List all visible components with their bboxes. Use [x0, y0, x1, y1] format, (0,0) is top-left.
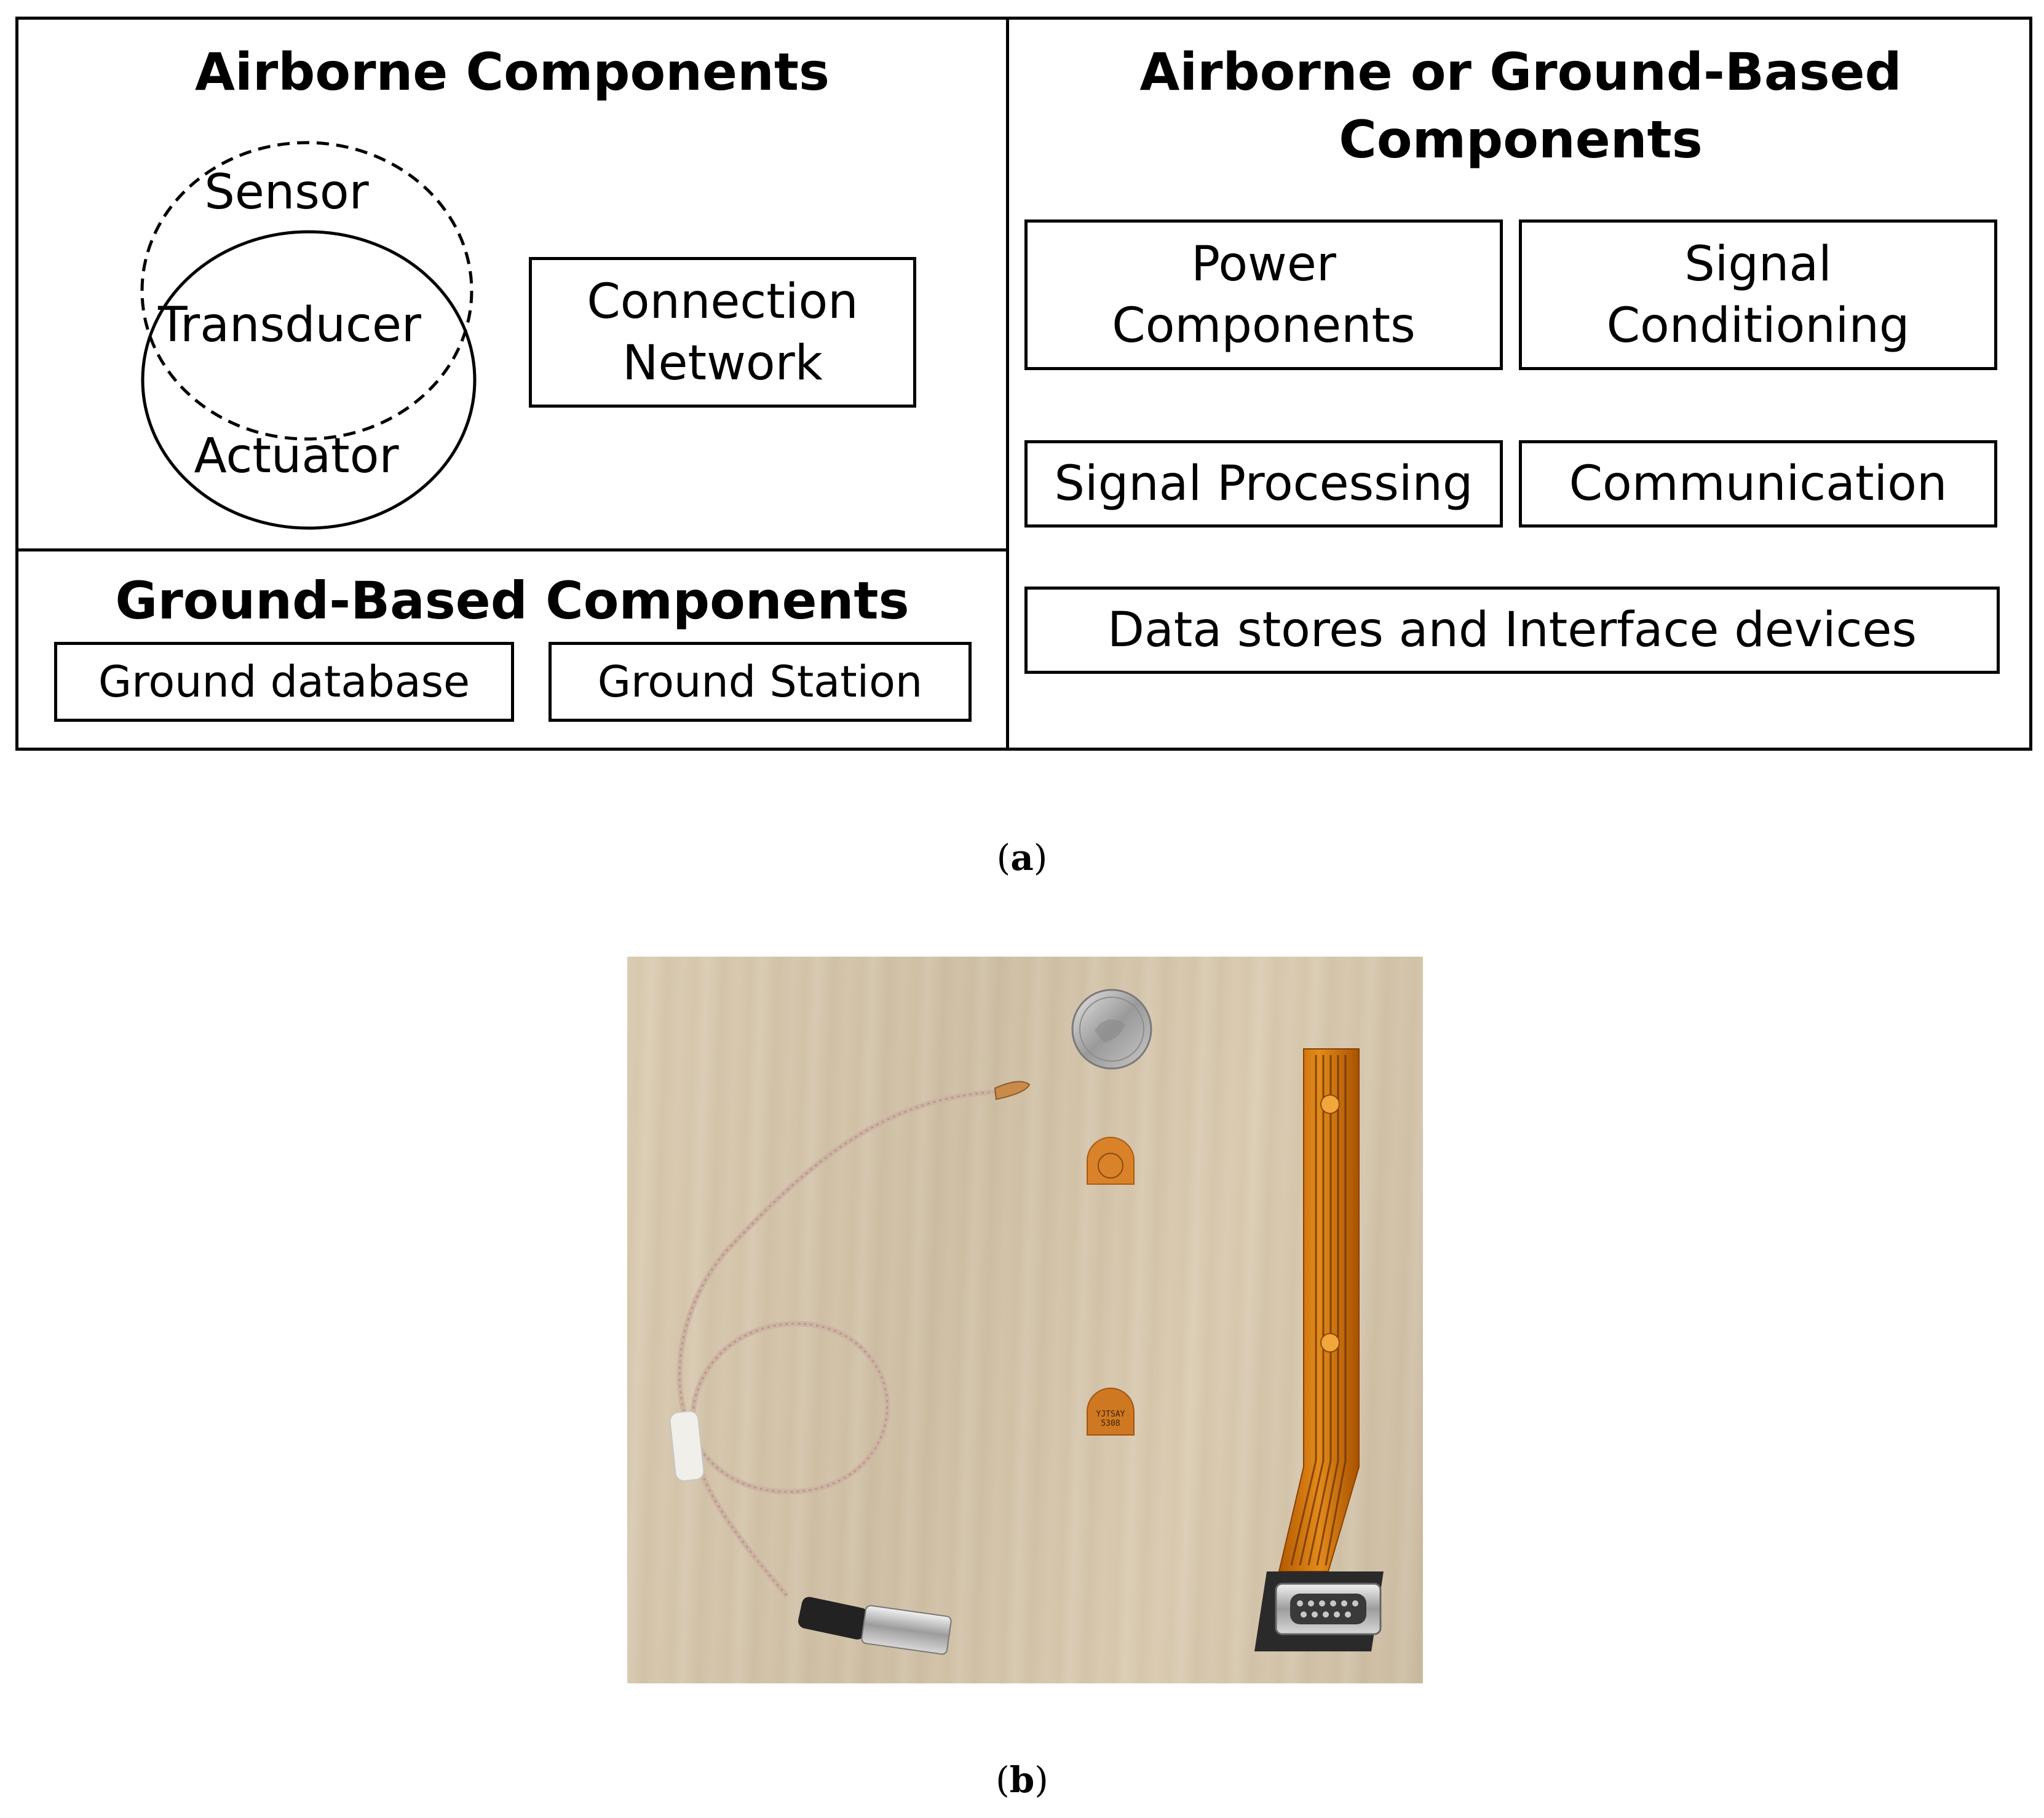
venn-circles	[140, 141, 477, 530]
horizontal-divider	[18, 548, 1006, 551]
coin-icon	[1071, 989, 1152, 1070]
power-components-box: Power Components	[1024, 219, 1503, 370]
communication-box: Communication	[1519, 440, 1997, 528]
venn-transducer-label: Transducer	[157, 298, 421, 353]
ground-title: Ground-Based Components	[115, 571, 909, 631]
venn-actuator-label: Actuator	[194, 429, 399, 484]
sensor-circle	[140, 141, 473, 441]
small-sensor-top-icon	[1087, 1137, 1135, 1185]
either-title: Airborne or Ground-Based Components	[1139, 42, 1902, 170]
airborne-title: Airborne Components	[195, 42, 830, 102]
caption-a: (a)	[996, 837, 1048, 879]
flex-strip-sensor-icon	[1254, 1048, 1384, 1651]
component-diagram: Airborne Components Sensor Transducer Ac…	[15, 17, 2032, 751]
caption-b-letter: b	[1009, 1759, 1035, 1801]
venn-sensor-label: Sensor	[204, 165, 369, 220]
vertical-divider	[1006, 20, 1009, 748]
caption-a-letter: a	[1010, 837, 1034, 879]
signal-conditioning-box: Signal Conditioning	[1519, 219, 1997, 370]
ground-station-box: Ground Station	[549, 642, 972, 722]
venn-diagram	[129, 127, 498, 533]
caption-b: (b)	[996, 1759, 1048, 1801]
connection-network-box: Connection Network	[529, 257, 916, 408]
actuator-circle	[141, 230, 477, 530]
signal-processing-box: Signal Processing	[1024, 440, 1503, 528]
sensor-printed-text: YJTSAY	[1096, 1410, 1125, 1419]
sensor-printed-text: 5308	[1101, 1419, 1120, 1428]
ground-database-box: Ground database	[54, 642, 514, 722]
cable-sensor-icon	[669, 1081, 1031, 1655]
data-stores-box: Data stores and Interface devices	[1024, 587, 2000, 674]
